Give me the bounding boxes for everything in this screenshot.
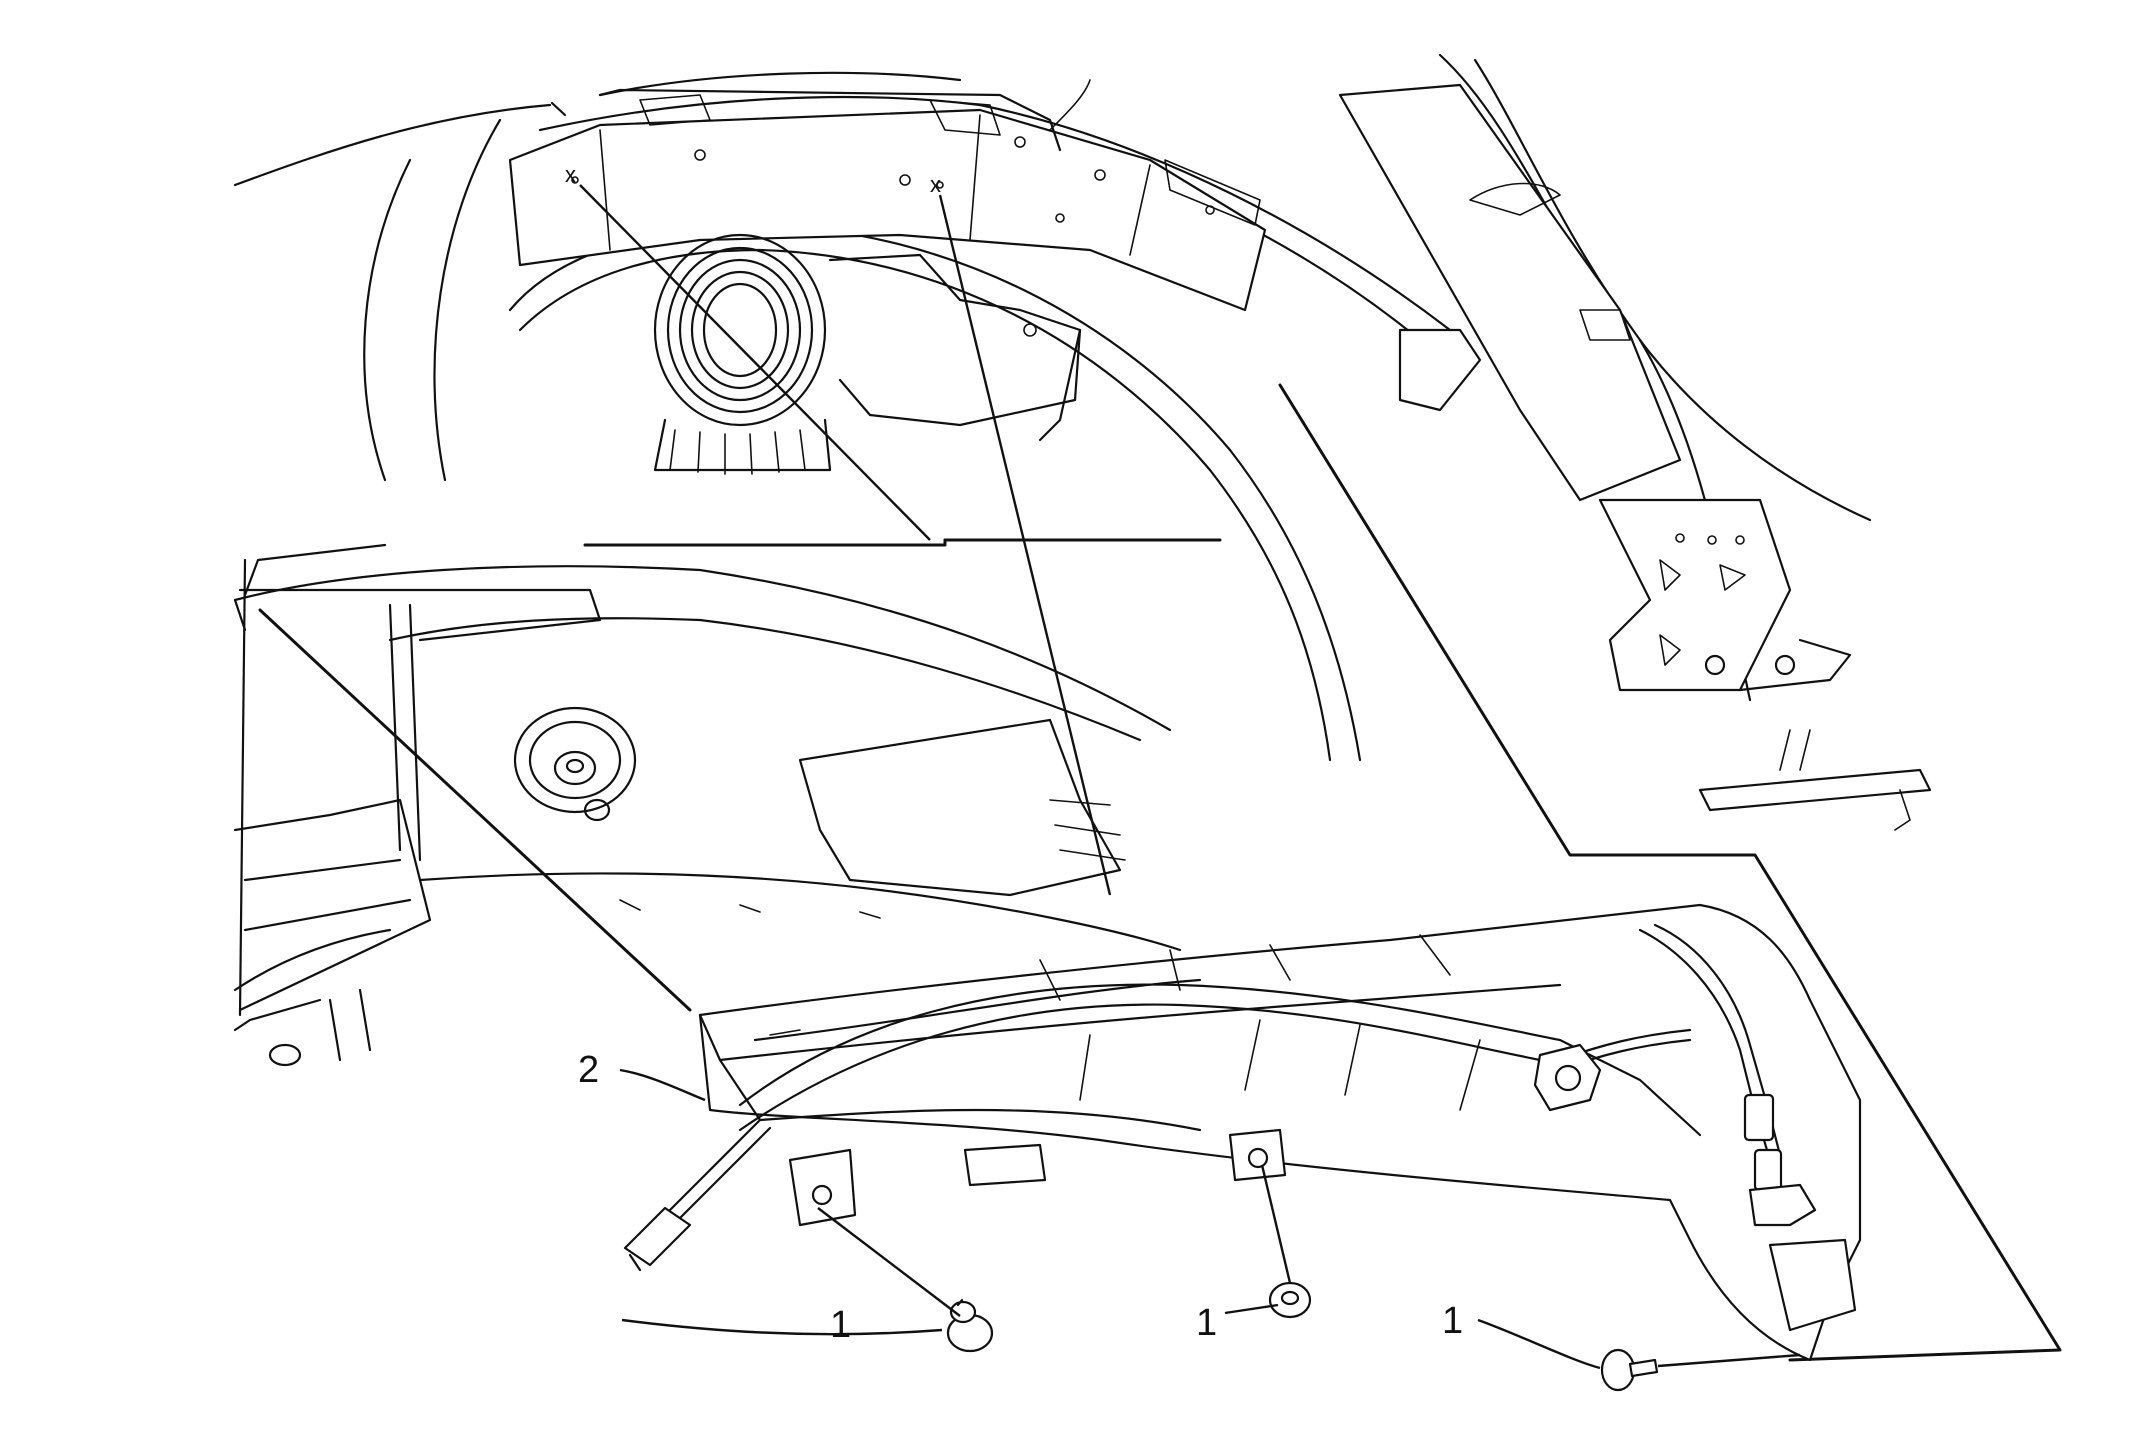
push-pin-fastener-center <box>1268 1281 1312 1319</box>
callout-label-fastener-right: 1 <box>1442 1300 1463 1342</box>
vehicle-body-structure <box>233 53 1932 1067</box>
svg-text:x: x <box>565 162 576 187</box>
callout-labels: 1 1 1 2 <box>578 1049 1463 1346</box>
push-pin-fastener-left <box>946 1298 994 1353</box>
rear-compartment-trim-panel <box>623 903 1862 1362</box>
callout-leaders <box>619 1068 1801 1370</box>
alignment-leaders: x x <box>565 162 1112 896</box>
callout-label-fastener-center: 1 <box>1196 1302 1217 1344</box>
callout-label-fastener-left: 1 <box>830 1304 851 1346</box>
detail-frame <box>258 383 2062 1362</box>
push-pin-fastener-right <box>1600 1348 1659 1392</box>
callout-label-trim-panel: 2 <box>578 1049 599 1091</box>
svg-text:x: x <box>930 172 941 197</box>
